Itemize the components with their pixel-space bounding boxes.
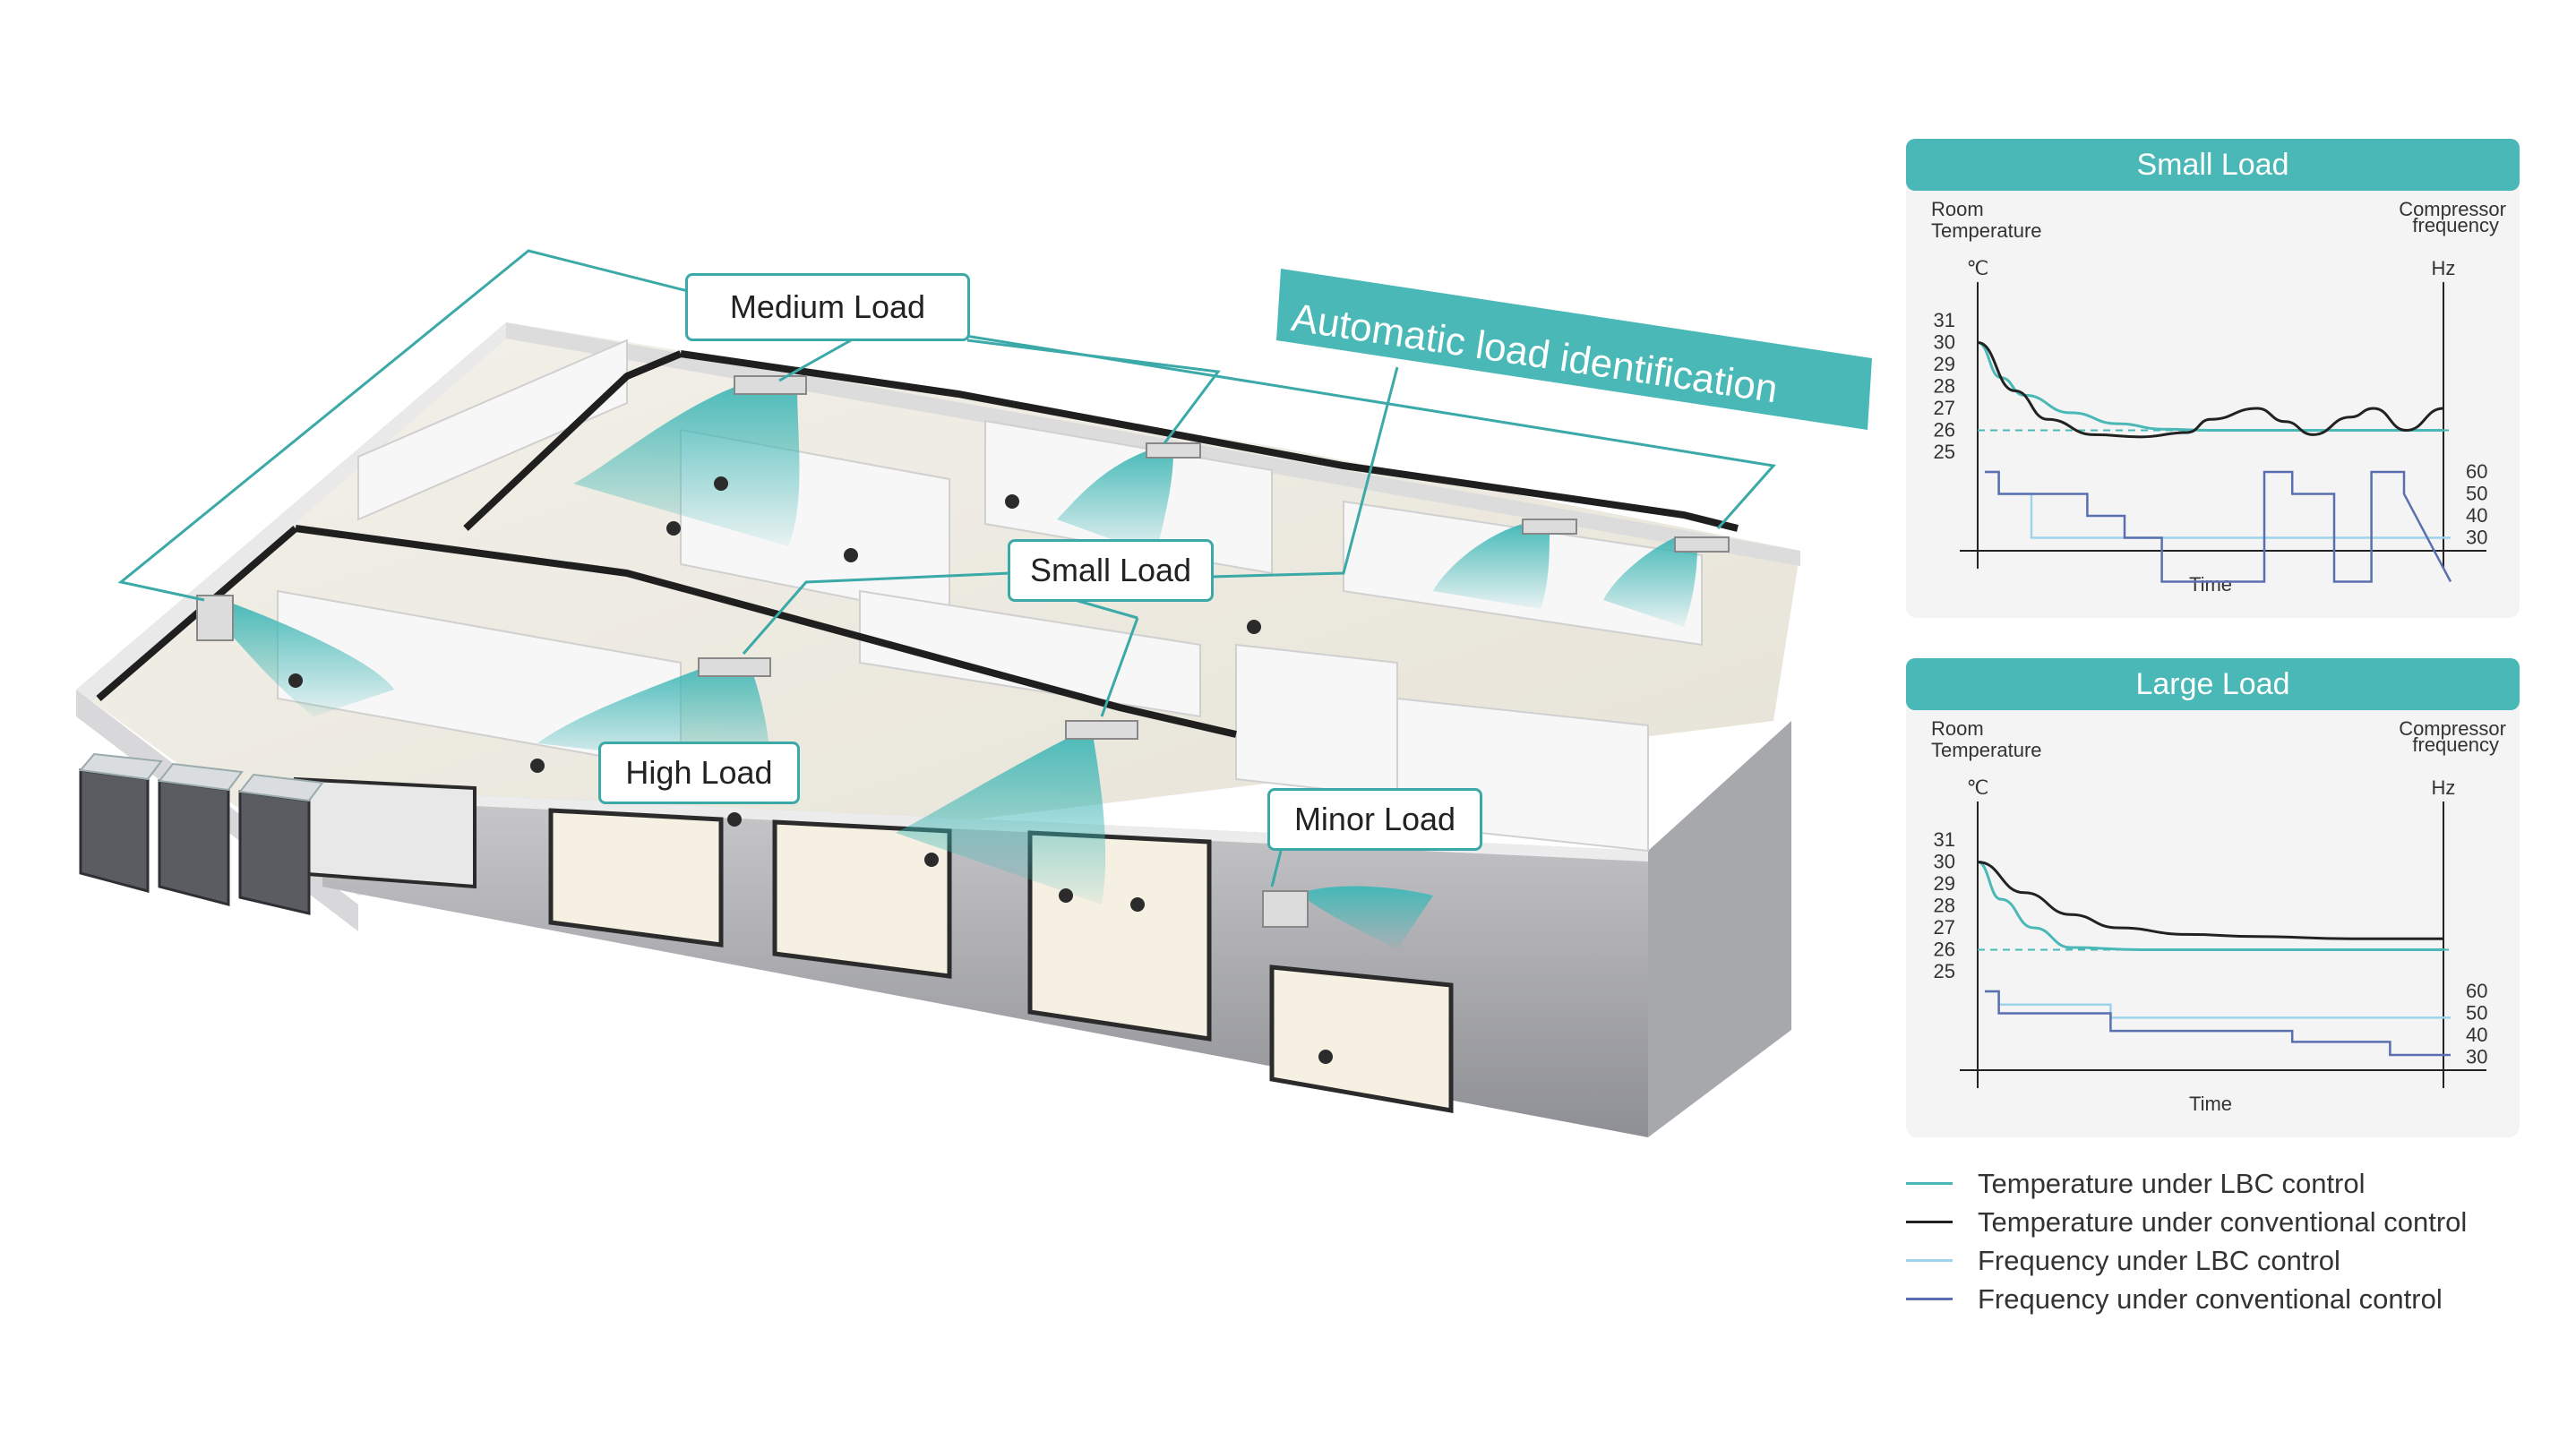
outdoor-units bbox=[79, 752, 324, 915]
series-line bbox=[1977, 341, 2443, 433]
y-axis-left-label: Room bbox=[1931, 717, 1984, 740]
y-tick-right: 60 bbox=[2466, 460, 2487, 483]
legend-item: Temperature under conventional control bbox=[1906, 1203, 2533, 1241]
series-line bbox=[1977, 341, 2444, 439]
y-tick-right: 40 bbox=[2466, 504, 2487, 527]
y-tick-right: 40 bbox=[2466, 1024, 2487, 1046]
callout-small-load: Small Load bbox=[1008, 539, 1214, 602]
banner-shape bbox=[1276, 269, 1872, 430]
callout-medium-load: Medium Load bbox=[685, 273, 970, 341]
y-tick-left: 25 bbox=[1934, 441, 1955, 463]
y-axis-left-label: Room bbox=[1931, 198, 1984, 220]
y-tick-left: 30 bbox=[1934, 331, 1955, 354]
legend-label: Frequency under conventional control bbox=[1978, 1282, 2443, 1315]
y-axis-right-label-line2: frequency bbox=[2412, 214, 2499, 236]
y-axis-left-unit: ℃ bbox=[1967, 776, 1989, 799]
legend-label: Frequency under LBC control bbox=[1978, 1244, 2340, 1276]
y-axis-right-label-line2: frequency bbox=[2412, 733, 2499, 756]
legend-label: Temperature under conventional control bbox=[1978, 1205, 2468, 1238]
y-tick-left: 26 bbox=[1934, 939, 1955, 961]
legend: Temperature under LBC control Temperatur… bbox=[1906, 1164, 2533, 1318]
y-tick-left: 31 bbox=[1934, 828, 1955, 851]
furniture bbox=[288, 476, 1333, 1064]
y-axis-right-unit: Hz bbox=[2432, 776, 2456, 799]
y-axis-left-label-line2: Temperature bbox=[1931, 739, 2042, 761]
y-tick-left: 28 bbox=[1934, 375, 1955, 398]
y-tick-right: 50 bbox=[2466, 483, 2487, 505]
x-axis-label: Time bbox=[2189, 573, 2232, 596]
series-line bbox=[1985, 990, 2451, 1057]
y-tick-left: 30 bbox=[1934, 851, 1955, 873]
y-tick-right: 50 bbox=[2466, 1002, 2487, 1025]
y-tick-left: 28 bbox=[1934, 895, 1955, 917]
y-tick-left: 31 bbox=[1934, 309, 1955, 331]
legend-item: Frequency under conventional control bbox=[1906, 1280, 2533, 1318]
y-axis-left-label-line2: Temperature bbox=[1931, 219, 2042, 242]
y-tick-left: 29 bbox=[1934, 872, 1955, 895]
y-tick-left: 29 bbox=[1934, 353, 1955, 375]
legend-swatch bbox=[1906, 1298, 1953, 1300]
y-tick-right: 30 bbox=[2466, 1046, 2487, 1068]
callout-minor-load: Minor Load bbox=[1267, 788, 1482, 851]
duct-lines bbox=[96, 350, 1739, 738]
y-tick-left: 27 bbox=[1934, 916, 1955, 939]
series-line bbox=[1985, 470, 2452, 583]
y-axis-right-unit: Hz bbox=[2432, 257, 2456, 279]
y-axis-left-unit: ℃ bbox=[1967, 257, 1989, 279]
legend-label: Temperature under LBC control bbox=[1978, 1167, 2366, 1199]
large-load-title: Large Load bbox=[1906, 658, 2520, 710]
front-windows bbox=[294, 776, 1454, 1113]
small-load-title: Small Load bbox=[1906, 139, 2520, 191]
x-axis-label: Time bbox=[2189, 1093, 2232, 1115]
y-tick-left: 25 bbox=[1934, 960, 1955, 982]
series-line bbox=[1977, 861, 2443, 940]
legend-swatch bbox=[1906, 1182, 1953, 1185]
callout-lines bbox=[117, 249, 1776, 887]
y-axis-right-label: Compressor bbox=[2399, 717, 2506, 740]
y-tick-right: 60 bbox=[2466, 980, 2487, 1002]
legend-item: Temperature under LBC control bbox=[1906, 1164, 2533, 1203]
callout-high-load: High Load bbox=[598, 742, 800, 804]
legend-item: Frequency under LBC control bbox=[1906, 1241, 2533, 1280]
legend-swatch bbox=[1906, 1259, 1953, 1262]
series-line bbox=[1977, 861, 2443, 951]
y-tick-left: 27 bbox=[1934, 397, 1955, 419]
y-axis-right-label: Compressor bbox=[2399, 198, 2506, 220]
legend-swatch bbox=[1906, 1221, 1953, 1223]
airflow-plumes bbox=[196, 375, 1730, 949]
y-tick-right: 30 bbox=[2466, 527, 2487, 549]
y-tick-left: 26 bbox=[1934, 419, 1955, 442]
series-line bbox=[1985, 470, 2451, 539]
